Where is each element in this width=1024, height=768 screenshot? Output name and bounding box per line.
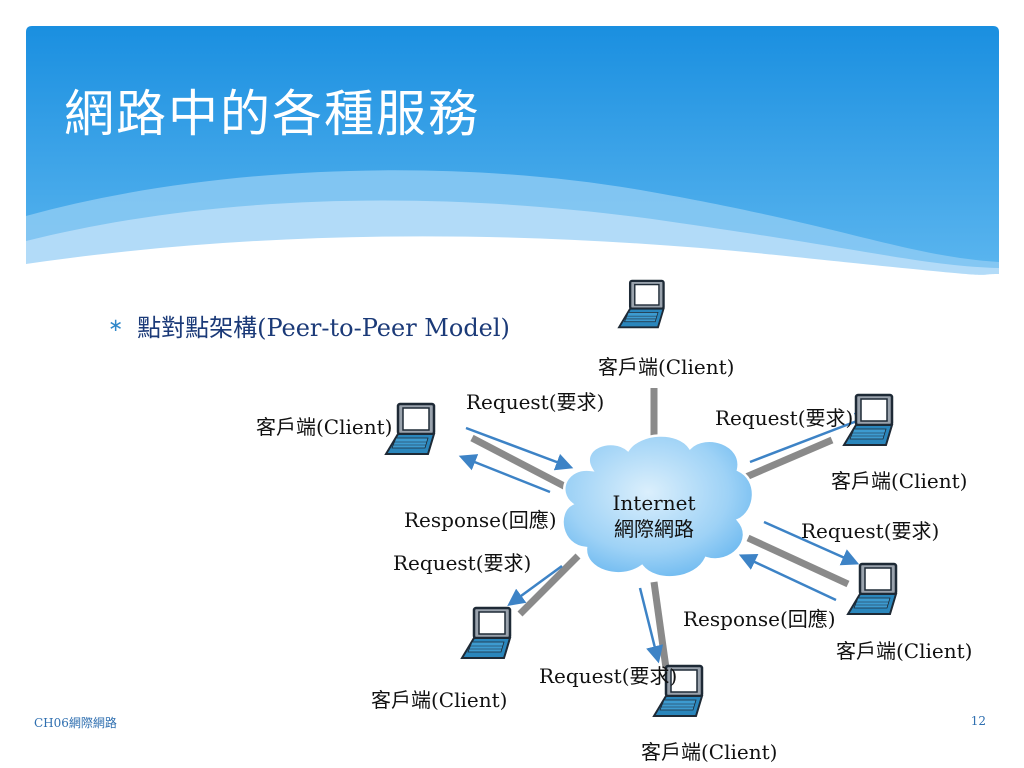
label-request-bottom: Request(要求): [539, 664, 678, 688]
internet-cloud: [561, 434, 755, 579]
link-right-lower: [746, 534, 850, 588]
arrow-response-right-lower: [738, 554, 837, 602]
arrow-request-right-upper: [749, 412, 874, 464]
bullet-item: ∗ 點對點架構(Peer-to-Peer Model): [108, 308, 510, 343]
label-request-right-lower: Request(要求): [801, 519, 940, 543]
link-bottom-left: [517, 553, 581, 617]
label-response-right-lower: Response(回應): [683, 607, 836, 631]
client-label-bottom-center: 客戶端(Client): [641, 740, 778, 764]
message-arrows: [458, 412, 874, 664]
arrow-response-left: [458, 454, 551, 494]
connection-links: [470, 388, 850, 669]
label-request-left-lower: Request(要求): [393, 551, 532, 575]
label-request-right-upper: Request(要求): [715, 406, 854, 430]
client-label-top: 客戶端(Client): [598, 355, 735, 379]
label-request-top: Request(要求): [466, 390, 605, 414]
client-label-right-upper: 客戶端(Client): [831, 469, 968, 493]
bullet-text: 點對點架構(Peer-to-Peer Model): [137, 314, 510, 342]
bullet-marker: ∗: [108, 315, 124, 336]
label-response-left: Response(回應): [404, 508, 557, 532]
header-banner: [26, 26, 999, 276]
cloud-label: Internet 網際網路: [582, 490, 726, 542]
client-label-left: 客戶端(Client): [256, 415, 393, 439]
laptop-icon-top: [617, 279, 665, 329]
cloud-label-line1: Internet: [612, 491, 696, 515]
footer-chapter: CH06網際網路: [34, 716, 117, 730]
laptop-icon-left: [384, 402, 436, 456]
link-right-upper: [744, 436, 834, 481]
link-left: [470, 434, 568, 491]
link-bottom-center: [650, 581, 670, 669]
arrow-request-left-lower: [507, 564, 563, 607]
laptop-icon-bottom-left: [460, 606, 512, 660]
arrow-request-bottom: [638, 587, 664, 664]
slide-title: 網路中的各種服務: [64, 85, 480, 143]
client-label-bottom-left: 客戶端(Client): [371, 688, 508, 712]
client-label-right-lower: 客戶端(Client): [836, 639, 973, 663]
laptop-icon-right-lower: [846, 562, 898, 616]
arrow-request-left: [465, 426, 574, 471]
cloud-label-line2: 網際網路: [614, 517, 694, 541]
arrow-request-right-lower: [763, 520, 860, 566]
footer-page-number: 12: [970, 714, 986, 728]
